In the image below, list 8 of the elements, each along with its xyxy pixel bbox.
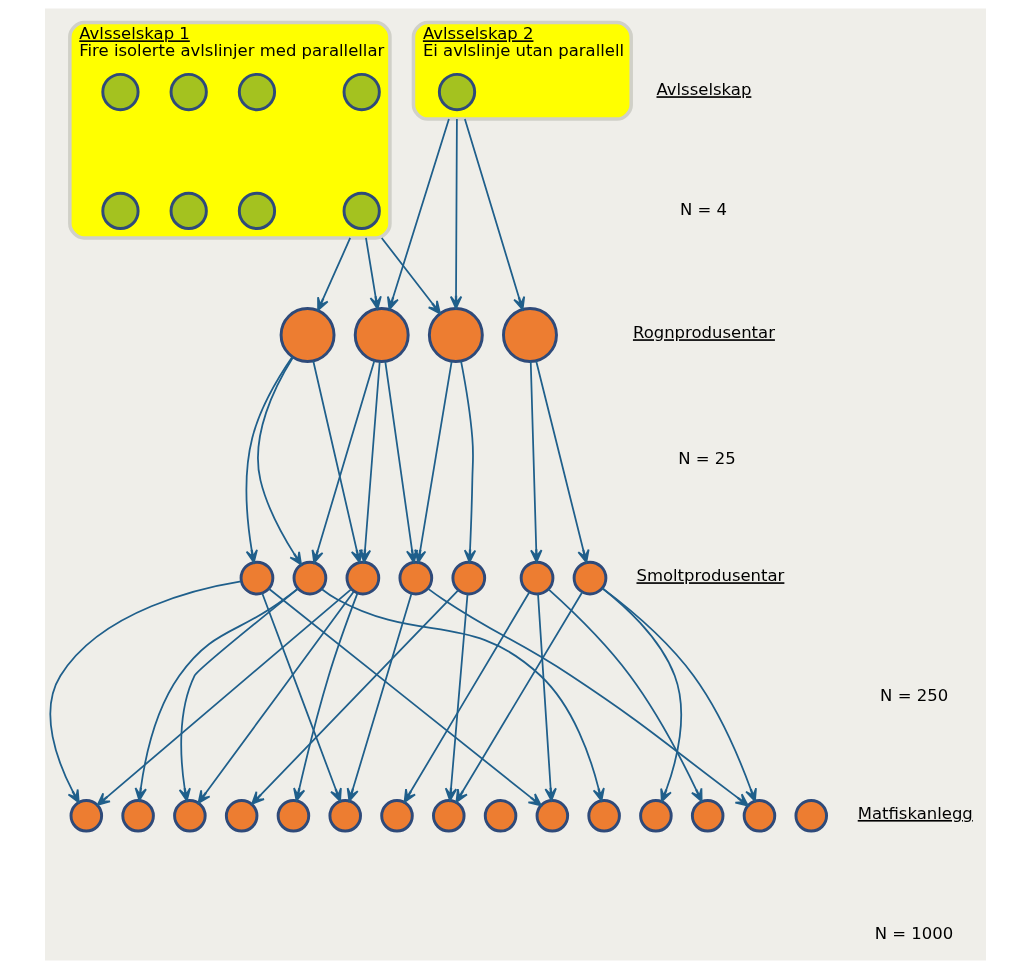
label: N = 4 — [680, 200, 728, 220]
label: Matfiskanlegg — [857, 803, 973, 823]
label: Rognprodusentar — [632, 323, 775, 343]
label: N = 250 — [880, 686, 949, 706]
label: N = 25 — [678, 448, 736, 468]
label: Smoltprodusentar — [636, 566, 785, 586]
label: Avlsselskap — [656, 80, 752, 100]
label: N = 1000 — [874, 923, 954, 943]
